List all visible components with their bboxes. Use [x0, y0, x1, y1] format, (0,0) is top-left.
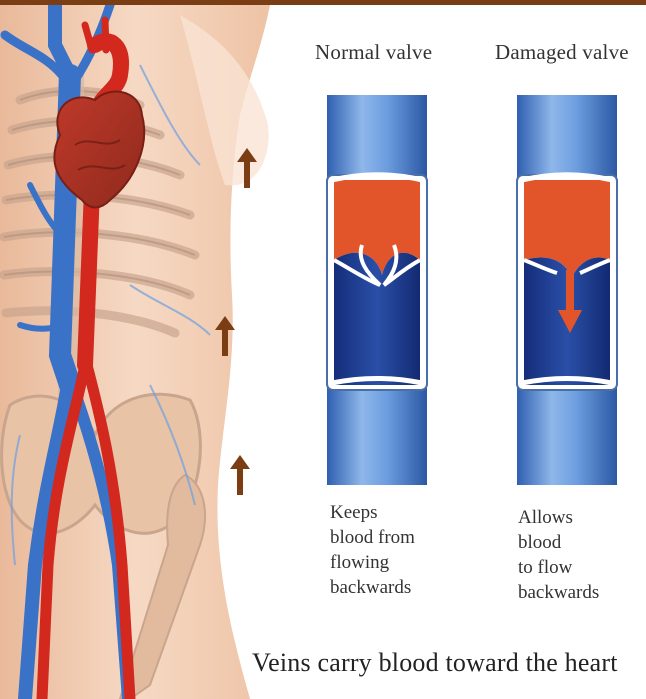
up-arrow-icon	[215, 316, 235, 356]
up-arrow-icon	[230, 455, 250, 495]
damaged-valve-caption: Allows blood to flow backwards	[518, 505, 646, 605]
circulatory-system-illustration	[0, 5, 300, 699]
normal-valve-caption: Keeps blood from flowing backwards	[330, 500, 480, 600]
damaged-valve-label: Damaged valve	[495, 40, 629, 65]
normal-valve-label: Normal valve	[315, 40, 432, 65]
caption-line: backwards	[330, 575, 480, 600]
figure-caption: Veins carry blood toward the heart	[252, 648, 618, 678]
caption-line: to flow	[518, 555, 646, 580]
damaged-valve-illustration	[512, 95, 622, 485]
caption-line: blood from	[330, 525, 480, 550]
caption-line: flowing	[330, 550, 480, 575]
caption-line: Keeps	[330, 500, 480, 525]
caption-line: blood	[518, 530, 646, 555]
normal-valve-illustration	[322, 95, 432, 485]
caption-line: Allows	[518, 505, 646, 530]
up-arrow-icon	[237, 148, 257, 188]
caption-line: backwards	[518, 580, 646, 605]
